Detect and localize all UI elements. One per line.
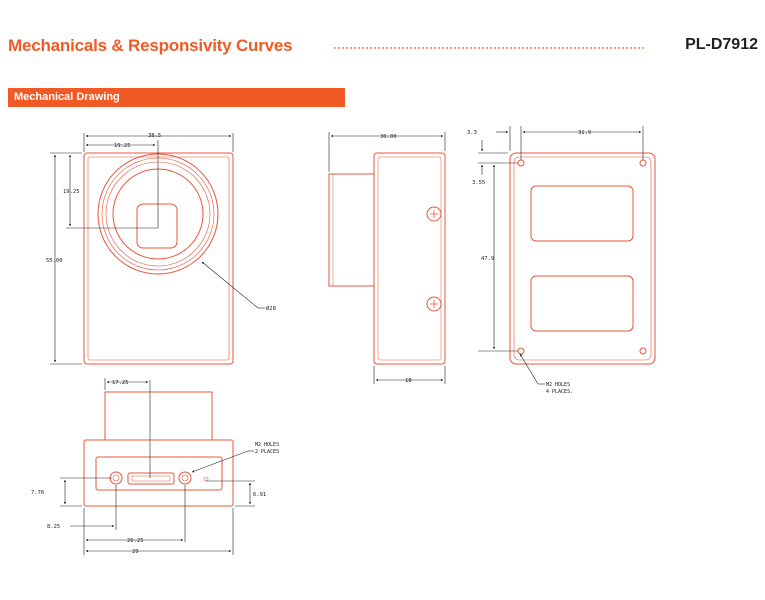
- lens-diameter-label: Ø28: [266, 305, 276, 312]
- bottom-hole1-x-label: 8.25: [47, 524, 60, 530]
- front-half-width-label: 19.25: [114, 143, 131, 149]
- leader-dots: [334, 47, 644, 49]
- side-total-label: 30.00: [380, 134, 397, 140]
- back-dims: [478, 126, 644, 385]
- front-body-outline: [83, 152, 234, 365]
- section-band: Mechanical Drawing: [8, 88, 345, 107]
- side-body: [373, 152, 446, 365]
- back-offset-x-label: 3.3: [467, 130, 477, 136]
- front-width-label: 38.5: [148, 133, 161, 139]
- bottom-lens-mount: [104, 391, 213, 441]
- bottom-view: [83, 391, 234, 507]
- bottom-center-label: 17.25: [112, 380, 129, 386]
- bottom-dim-labels: 17.25 M2 HOLES 2 PLACES 7.76 6.91 8.25 2…: [31, 380, 279, 555]
- side-screw-bottom: [426, 296, 442, 312]
- front-view: [83, 152, 234, 365]
- bottom-holes-note-1: M2 HOLES: [255, 442, 279, 448]
- back-offset-y-label: 3.55: [472, 180, 485, 186]
- back-dim-labels: 3.3 31.9 3.55 47.9 M2 HOLES 4 PLACES.: [467, 130, 591, 395]
- bottom-hole-right: [178, 471, 192, 485]
- back-hole-br: [639, 347, 647, 355]
- bottom-height-left-label: 7.76: [31, 490, 44, 496]
- side-view: [328, 152, 446, 365]
- side-dims: [328, 132, 446, 384]
- back-label-top: [530, 185, 634, 242]
- front-dims: [50, 133, 265, 365]
- front-dim-labels: 38.5 19.25 19.25 55.00 Ø28: [46, 133, 276, 312]
- back-holes-note-1: M2 HOLES: [546, 382, 570, 388]
- page-header: Mechanicals & Responsivity Curves PL-D79…: [8, 36, 758, 56]
- sensor-window: [136, 203, 178, 249]
- back-body: [509, 152, 656, 365]
- back-hole-bl: [517, 347, 525, 355]
- bottom-holes-note-2: 2 PLACES: [255, 449, 279, 455]
- bottom-width-label: 29: [132, 549, 139, 555]
- side-body-label: 18: [405, 378, 412, 384]
- bottom-connector-panel: [95, 456, 223, 491]
- back-label-bottom: [530, 275, 634, 332]
- front-half-height-label: 19.25: [63, 189, 80, 195]
- back-spacing-x-label: 31.9: [578, 130, 591, 136]
- page-title: Mechanicals & Responsivity Curves: [8, 36, 293, 55]
- back-hole-tl: [517, 159, 525, 167]
- back-holes-note-2: 4 PLACES.: [546, 389, 573, 395]
- side-lens-mount: [328, 173, 375, 287]
- back-view: [509, 152, 656, 365]
- section-label: Mechanical Drawing: [14, 91, 120, 103]
- usb-connector: [127, 472, 175, 485]
- side-dim-labels: 30.00 18: [380, 134, 412, 384]
- bottom-dims: [60, 378, 255, 555]
- bottom-height-right-label: 6.91: [253, 492, 266, 498]
- front-height-label: 55.00: [46, 258, 63, 264]
- back-spacing-y-label: 47.9: [481, 256, 494, 262]
- front-body-inner: [87, 156, 230, 361]
- bottom-hole2-x-label: 26.25: [127, 538, 144, 544]
- model-name: PL-D7912: [685, 36, 758, 53]
- back-hole-tr: [639, 159, 647, 167]
- bottom-body: [83, 439, 234, 507]
- side-screw-top: [426, 206, 442, 222]
